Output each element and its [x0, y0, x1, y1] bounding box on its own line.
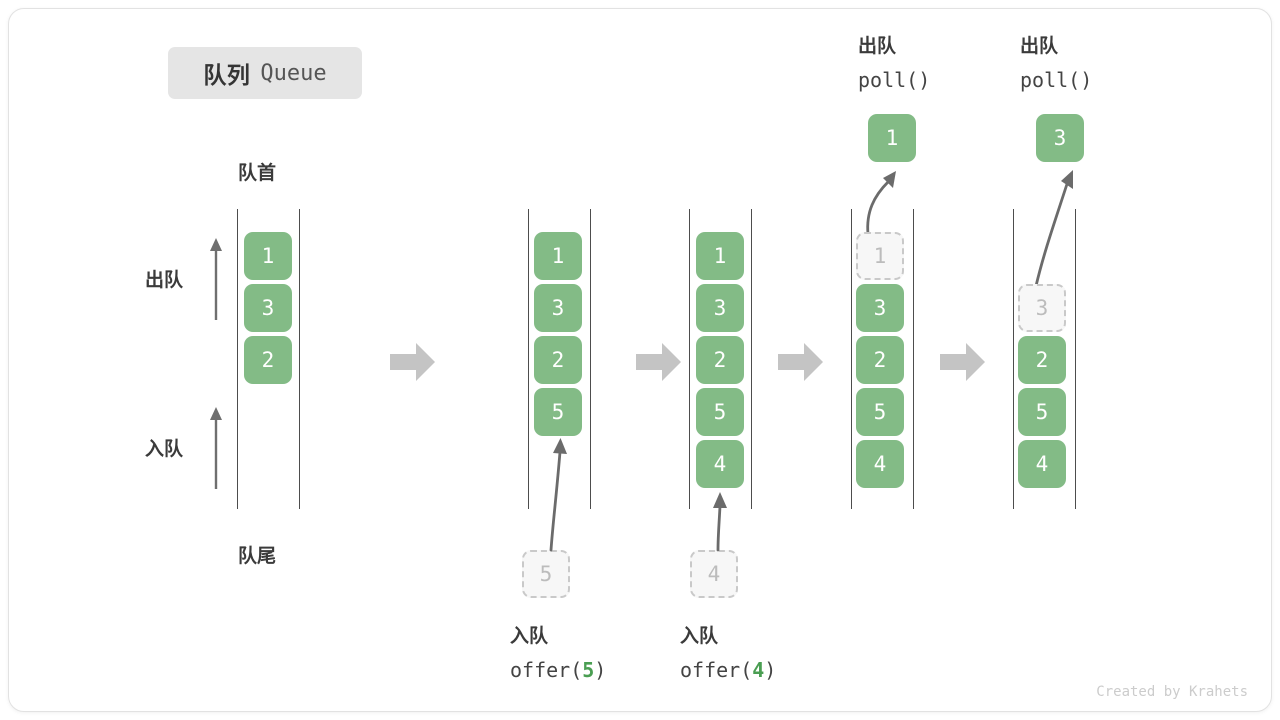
transition-arrow-icon	[940, 343, 985, 381]
operation-label-poll-1: 出队 poll()	[858, 30, 930, 98]
credit-text: Created by Krahets	[1096, 684, 1248, 700]
title-chinese: 队列	[203, 62, 251, 88]
title-badge: 队列 Queue	[168, 47, 362, 99]
queue-element: 5	[696, 388, 744, 436]
queue-element: 1	[696, 232, 744, 280]
operation-code: offer(5)	[510, 658, 607, 683]
transition-arrow-icon	[636, 343, 681, 381]
queue-rail-left-col3	[689, 209, 690, 509]
ghost-element: 1	[856, 232, 904, 280]
queue-element: 4	[856, 440, 904, 488]
dequeue-direction-label: 出队	[145, 270, 184, 291]
operation-code: poll()	[858, 68, 931, 93]
queue-front-label: 队首	[238, 163, 277, 184]
queue-rail-right-col3	[751, 209, 752, 509]
queue-rail-left-col1	[237, 209, 238, 509]
transition-arrow-icon	[390, 343, 435, 381]
queue-element: 2	[856, 336, 904, 384]
queue-element: 4	[1018, 440, 1066, 488]
queue-element: 3	[534, 284, 582, 332]
queue-rear-label: 队尾	[238, 546, 277, 567]
queue-rail-right-col2	[590, 209, 591, 509]
operation-label-poll-3: 出队 poll()	[1020, 30, 1092, 98]
popped-element: 3	[1036, 114, 1084, 162]
operation-name: 入队	[680, 626, 719, 647]
queue-element: 5	[856, 388, 904, 436]
queue-element: 1	[244, 232, 292, 280]
transition-arrow-icon	[778, 343, 823, 381]
operation-name: 出队	[858, 36, 897, 57]
queue-rail-right-col4	[913, 209, 914, 509]
popped-element: 1	[868, 114, 916, 162]
queue-element: 2	[1018, 336, 1066, 384]
operation-label-offer-4: 入队 offer(4)	[680, 620, 776, 688]
queue-element: 5	[1018, 388, 1066, 436]
operation-name: 入队	[510, 626, 549, 647]
queue-element: 2	[534, 336, 582, 384]
queue-element-new: 5	[534, 388, 582, 436]
operation-name: 出队	[1020, 36, 1059, 57]
enqueue-direction-arrow-icon	[210, 407, 222, 489]
queue-element: 1	[534, 232, 582, 280]
dequeue-direction-arrow-icon	[210, 238, 222, 320]
operation-label-offer-5: 入队 offer(5)	[510, 620, 606, 688]
queue-element: 3	[696, 284, 744, 332]
queue-rail-right-col5	[1075, 209, 1076, 509]
queue-element: 2	[244, 336, 292, 384]
operation-code: poll()	[1020, 68, 1093, 93]
queue-rail-left-col5	[1013, 209, 1014, 509]
ghost-element: 5	[522, 550, 570, 598]
ghost-element: 4	[690, 550, 738, 598]
queue-element: 2	[696, 336, 744, 384]
operation-code: offer(4)	[680, 658, 777, 683]
queue-element: 3	[856, 284, 904, 332]
enqueue-direction-label: 入队	[145, 439, 184, 460]
queue-rail-left-col4	[851, 209, 852, 509]
ghost-element: 3	[1018, 284, 1066, 332]
queue-element-new: 4	[696, 440, 744, 488]
queue-rail-left-col2	[528, 209, 529, 509]
title-english: Queue	[260, 60, 327, 86]
queue-element: 3	[244, 284, 292, 332]
queue-rail-right-col1	[299, 209, 300, 509]
